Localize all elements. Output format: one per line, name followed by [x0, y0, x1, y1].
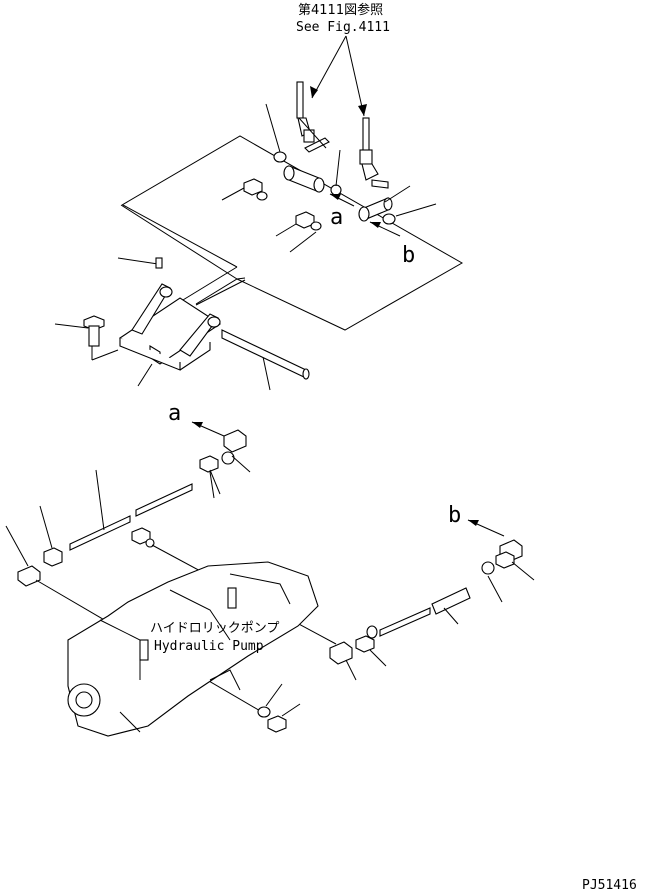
bracket-assembly — [118, 257, 222, 371]
rod-right — [379, 587, 471, 637]
rod-end-b — [481, 539, 535, 603]
upper-pivot-a — [283, 137, 330, 193]
pump-label-en: Hydraulic Pump — [154, 639, 264, 654]
mounting-plate-outline — [120, 135, 464, 331]
marker-a-upper: a — [330, 205, 343, 230]
upper-pivot-b — [358, 179, 393, 222]
upper-marker-arrows — [329, 193, 401, 237]
pump-nut-washer — [131, 527, 155, 548]
lower-nut-washer — [257, 683, 301, 733]
pump-rod-end — [329, 625, 387, 681]
rod-end-left-lower — [5, 505, 63, 587]
upper-hardware — [243, 151, 396, 231]
rod-left — [69, 469, 215, 551]
upper-leader-lines — [54, 103, 437, 391]
reference-jp-text: 第4111図参照 — [298, 2, 383, 18]
lower-leader-lines — [209, 455, 251, 495]
hydraulic-pump — [67, 561, 319, 737]
marker-b-upper: b — [402, 243, 415, 268]
lower-marker-a-arrow — [191, 421, 225, 437]
lower-marker-b-arrow — [467, 519, 505, 537]
bolt — [83, 315, 105, 347]
reference-en-text: See Fig.4111 — [296, 20, 390, 35]
upper-rod — [221, 329, 310, 380]
rod-end-a — [199, 429, 247, 473]
drawing-id: PJ51416 — [582, 878, 637, 893]
marker-b-lower: b — [448, 503, 461, 528]
reference-arrows — [310, 35, 367, 117]
marker-a-lower: a — [168, 401, 181, 426]
upper-hose-right — [359, 117, 379, 181]
upper-hose-left — [296, 81, 315, 143]
pump-label-jp: ハイドロリックポンプ — [150, 621, 279, 636]
